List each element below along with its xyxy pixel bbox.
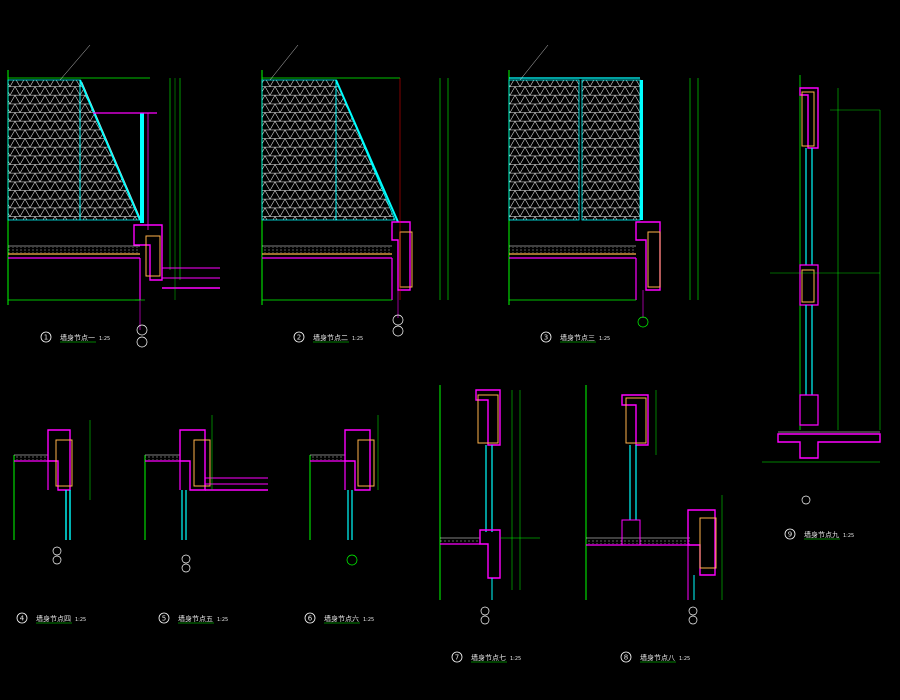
- detail-captions: 1 墙身节点一 1:25 2 墙身节点二 1:25 3 墙身节点三 1:25 4 墙身节点四 1:25…: [16, 331, 854, 663]
- detail-caption-6: 6 墙身节点六 1:25: [304, 612, 374, 624]
- detail-number-circle: [540, 331, 552, 343]
- detail-label: 墙身节点九: [804, 530, 839, 539]
- detail-number: 6: [308, 615, 313, 623]
- detail-2: [261, 44, 449, 337]
- detail-caption-7: 7 墙身节点七 1:25: [451, 651, 521, 663]
- detail-scale: 1:25: [217, 617, 228, 623]
- detail-number: 3: [544, 334, 548, 342]
- detail-caption-2: 2 墙身节点二 1:25: [293, 331, 363, 343]
- detail-label: 墙身节点二: [313, 333, 348, 342]
- detail-label: 墙身节点六: [324, 614, 359, 623]
- detail-caption-1: 1 墙身节点一 1:25: [40, 331, 110, 343]
- detail-scale: 1:25: [599, 336, 610, 342]
- detail-scale: 1:25: [679, 656, 690, 662]
- detail-scale: 1:25: [75, 617, 86, 623]
- detail-3: [508, 44, 699, 328]
- detail-scale: 1:25: [510, 656, 521, 662]
- detail-number-circle: [158, 612, 170, 624]
- detail-caption-3: 3 墙身节点三 1:25: [540, 331, 610, 343]
- detail-number: 1: [44, 334, 48, 342]
- detail-label: 墙身节点三: [560, 333, 595, 342]
- detail-number-circle: [451, 651, 463, 663]
- detail-number-circle: [304, 612, 316, 624]
- detail-label: 墙身节点七: [471, 653, 506, 662]
- detail-scale: 1:25: [99, 336, 110, 342]
- detail-number-circle: [620, 651, 632, 663]
- detail-5: [144, 415, 268, 573]
- detail-label: 墙身节点一: [60, 333, 95, 342]
- detail-label: 墙身节点五: [178, 614, 213, 623]
- detail-scale: 1:25: [843, 533, 854, 539]
- detail-number-circle: [16, 612, 28, 624]
- detail-8: [585, 385, 723, 625]
- detail-number: 5: [162, 615, 166, 623]
- detail-label: 墙身节点八: [640, 653, 675, 662]
- detail-number-circle: [40, 331, 52, 343]
- detail-caption-5: 5 墙身节点五 1:25: [158, 612, 228, 624]
- detail-caption-9: 9 墙身节点九 1:25: [784, 528, 854, 540]
- detail-label: 墙身节点四: [36, 614, 71, 623]
- detail-scale: 1:25: [352, 336, 363, 342]
- detail-number: 4: [20, 615, 25, 623]
- detail-1: [7, 44, 220, 348]
- detail-7: [439, 385, 540, 625]
- detail-9: [762, 75, 881, 505]
- detail-number: 9: [788, 531, 792, 539]
- detail-number: 8: [624, 654, 628, 662]
- detail-number-circle: [293, 331, 305, 343]
- detail-4: [13, 420, 91, 565]
- detail-6: [309, 415, 379, 566]
- detail-number: 7: [455, 654, 459, 662]
- detail-scale: 1:25: [363, 617, 374, 623]
- detail-number-circle: [784, 528, 796, 540]
- detail-caption-8: 8 墙身节点八 1:25: [620, 651, 690, 663]
- detail-caption-4: 4 墙身节点四 1:25: [16, 612, 86, 624]
- detail-number: 2: [297, 334, 301, 342]
